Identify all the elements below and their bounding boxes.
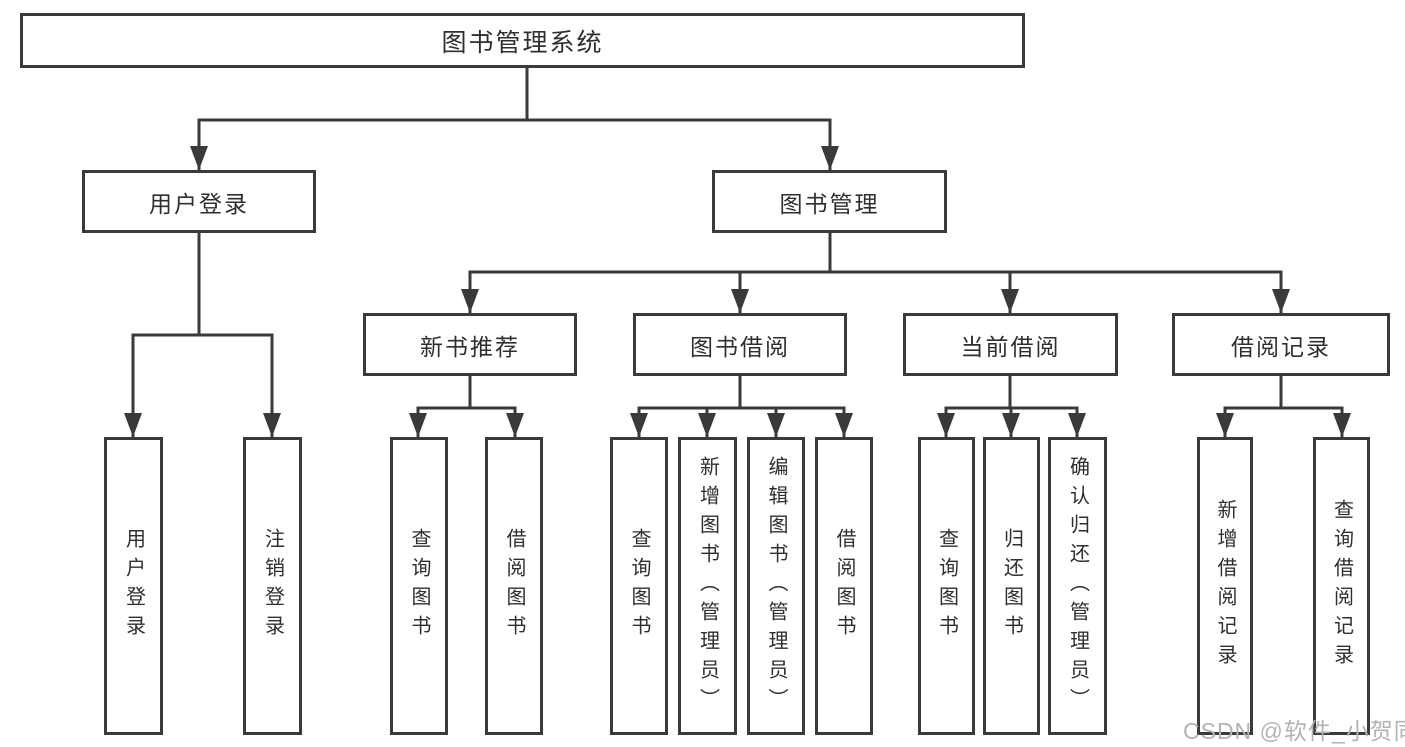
arrowhead xyxy=(461,289,479,313)
leaf-add-borrow-record: 新增借阅记录 xyxy=(1197,437,1253,735)
leaf-label: 借阅图书 xyxy=(503,528,525,644)
arrowhead xyxy=(630,413,648,437)
edge-group-current-borrow xyxy=(937,376,1086,437)
arrowhead xyxy=(767,413,785,437)
edge-group-user-login xyxy=(124,233,281,437)
leaf-query-books-1: 查询图书 xyxy=(390,437,448,735)
node-label: 用户登录 xyxy=(149,190,249,217)
arrowhead xyxy=(1001,289,1019,313)
leaf-label: 确认归还（管理员） xyxy=(1066,455,1089,717)
node-user-login: 用户登录 xyxy=(82,170,316,233)
leaf-query-books-3: 查询图书 xyxy=(918,437,975,735)
node-current-borrow: 当前借阅 xyxy=(903,313,1118,376)
arrowhead xyxy=(409,413,427,437)
arrowhead xyxy=(1216,413,1234,437)
node-system-root: 图书管理系统 xyxy=(20,13,1025,68)
arrowhead xyxy=(1272,289,1290,313)
leaf-label: 新增图书（管理员） xyxy=(696,455,719,717)
arrowhead xyxy=(506,413,524,437)
arrowhead xyxy=(821,146,839,170)
node-label: 当前借阅 xyxy=(960,333,1061,360)
edge-line xyxy=(468,233,1283,313)
edge-line xyxy=(131,233,274,437)
edge-group-book-mgmt xyxy=(461,233,1290,313)
arrowhead xyxy=(190,146,208,170)
leaf-borrow-books-2: 借阅图书 xyxy=(815,437,873,735)
leaf-label: 借阅图书 xyxy=(833,528,855,644)
leaf-return-books: 归还图书 xyxy=(983,437,1040,735)
csdn-watermark: CSDN @软件_小贺同学 xyxy=(1183,718,1405,744)
leaf-user-login: 用户登录 xyxy=(104,437,163,735)
node-book-mgmt: 图书管理 xyxy=(712,170,947,233)
leaf-label: 用户登录 xyxy=(122,528,145,644)
leaf-add-books-admin: 新增图书（管理员） xyxy=(678,437,737,735)
leaf-label: 查询图书 xyxy=(935,528,958,644)
edge-line xyxy=(637,376,846,437)
arrowhead xyxy=(937,413,955,437)
node-label: 图书借阅 xyxy=(690,333,790,360)
leaf-confirm-return-admin: 确认归还（管理员） xyxy=(1048,437,1107,735)
edge-group-book-borrow xyxy=(630,376,853,437)
leaf-label: 查询图书 xyxy=(408,528,430,644)
node-label: 图书管理系统 xyxy=(441,28,604,57)
leaf-label: 查询借阅记录 xyxy=(1330,499,1353,673)
leaf-label: 新增借阅记录 xyxy=(1214,499,1236,673)
leaf-label: 编辑图书（管理员） xyxy=(765,455,787,717)
node-borrow-records: 借阅记录 xyxy=(1172,313,1390,376)
node-book-borrow: 图书借阅 xyxy=(633,313,847,376)
leaf-query-books-2: 查询图书 xyxy=(610,437,668,735)
leaf-logout: 注销登录 xyxy=(243,437,302,735)
arrowhead xyxy=(1002,413,1020,437)
leaf-borrow-books-1: 借阅图书 xyxy=(485,437,543,735)
leaf-label: 查询图书 xyxy=(628,528,650,644)
arrowhead xyxy=(835,413,853,437)
edge-group-root xyxy=(190,68,839,170)
leaf-query-borrow-record: 查询借阅记录 xyxy=(1313,437,1370,735)
arrowhead xyxy=(1333,413,1351,437)
arrowhead xyxy=(124,413,142,437)
leaf-edit-books-admin: 编辑图书（管理员） xyxy=(747,437,805,735)
leaf-label: 注销登录 xyxy=(261,528,284,644)
node-label: 新书推荐 xyxy=(420,333,520,360)
arrowhead xyxy=(731,289,749,313)
edge-group-borrow-records xyxy=(1216,376,1351,437)
edge-group-new-books xyxy=(409,376,524,437)
node-label: 借阅记录 xyxy=(1231,333,1331,360)
arrowhead xyxy=(263,413,281,437)
arrowhead xyxy=(1068,413,1086,437)
node-new-books: 新书推荐 xyxy=(363,313,577,376)
edge-line xyxy=(416,376,517,437)
edge-line xyxy=(197,68,832,170)
node-label: 图书管理 xyxy=(779,190,880,217)
edge-line xyxy=(1223,376,1344,437)
leaf-label: 归还图书 xyxy=(1000,528,1023,644)
arrowhead xyxy=(698,413,716,437)
